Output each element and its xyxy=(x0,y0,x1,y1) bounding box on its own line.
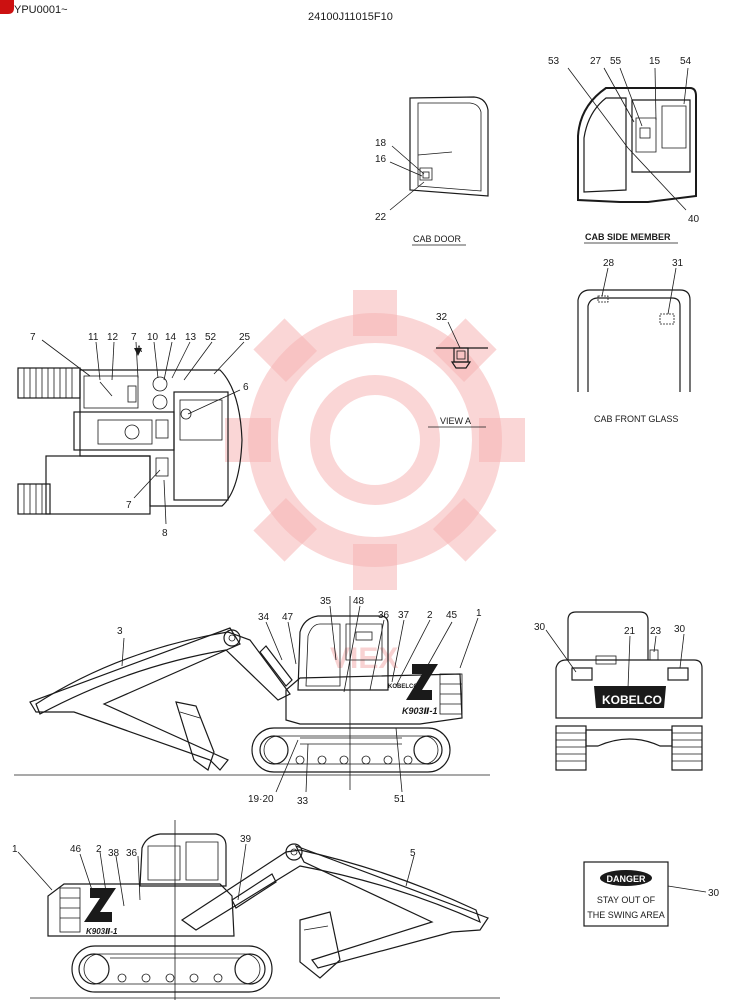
callout-52: 52 xyxy=(205,332,217,343)
callout-55: 55 xyxy=(610,56,622,67)
view-arrow-a: A xyxy=(136,344,142,354)
callout-13: 13 xyxy=(185,332,197,343)
view-label-cab-side-member: CAB SIDE MEMBER xyxy=(585,232,671,242)
side-view-machine: K903Ⅱ-1 KOBELCO xyxy=(14,596,490,793)
danger-line1: STAY OUT OF xyxy=(597,895,656,905)
callout-34: 34 xyxy=(258,612,270,623)
corner-mark xyxy=(0,0,14,14)
serial-range: YPU0001~ xyxy=(14,4,68,16)
callout-35: 35 xyxy=(320,596,332,607)
callout-3: 3 xyxy=(117,626,123,637)
view-label-cab-front-glass: CAB FRONT GLASS xyxy=(594,414,678,424)
rear-brand-decal: KOBELCO xyxy=(602,693,662,707)
callout-23: 23 xyxy=(650,626,662,637)
watermark-text: VIEX xyxy=(330,642,398,675)
callout-8: 8 xyxy=(162,528,168,539)
view-label-cab-door: CAB DOOR xyxy=(413,234,462,244)
callout-top-7c: 7 xyxy=(126,500,132,511)
callout-15: 15 xyxy=(649,56,661,67)
callout-46: 46 xyxy=(70,844,82,855)
callout-left-36: 36 xyxy=(126,848,138,859)
drawing-number: 24100J11015F10 xyxy=(308,11,393,23)
callout-25: 25 xyxy=(239,332,251,343)
cab-side-member-view xyxy=(567,67,697,211)
callout-54: 54 xyxy=(680,56,692,67)
callout-side-2: 2 xyxy=(427,610,433,621)
side-model-decal: K903Ⅱ-1 xyxy=(402,706,437,716)
callout-31: 31 xyxy=(672,258,684,269)
callout-27: 27 xyxy=(590,56,602,67)
callout-14: 14 xyxy=(165,332,177,343)
gear-watermark-icon xyxy=(225,290,525,590)
view-a-detail xyxy=(436,321,488,369)
callout-51: 51 xyxy=(394,794,406,805)
callout-28: 28 xyxy=(603,258,615,269)
callout-47: 47 xyxy=(282,612,294,623)
callout-left-1: 1 xyxy=(12,844,18,855)
rear-view-machine: KOBELCO xyxy=(545,611,703,771)
callout-48: 48 xyxy=(353,596,365,607)
callout-top-7b: 7 xyxy=(131,332,137,343)
left-model-decal: K903Ⅱ-1 xyxy=(86,927,118,936)
cab-door-view xyxy=(389,96,489,211)
callout-18: 18 xyxy=(375,138,387,149)
callout-38: 38 xyxy=(108,848,120,859)
callout-5: 5 xyxy=(410,848,416,859)
callout-21: 21 xyxy=(624,626,636,637)
callout-53: 53 xyxy=(548,56,560,67)
callout-left-2: 2 xyxy=(96,844,102,855)
callout-37: 37 xyxy=(398,610,410,621)
callout-rear-30b: 30 xyxy=(674,624,686,635)
callout-top-7: 7 xyxy=(30,332,36,343)
callout-19-20: 19·20 xyxy=(248,794,274,805)
callout-33: 33 xyxy=(297,796,309,807)
left-view-machine: K903Ⅱ-1 xyxy=(17,820,500,1000)
callout-22: 22 xyxy=(375,212,387,223)
callout-6: 6 xyxy=(243,382,249,393)
callout-side-1: 1 xyxy=(476,608,482,619)
callout-40: 40 xyxy=(688,214,700,225)
callout-45: 45 xyxy=(446,610,458,621)
side-brand-decal: KOBELCO xyxy=(388,684,418,690)
callout-12: 12 xyxy=(107,332,119,343)
callout-10: 10 xyxy=(147,332,159,343)
callout-16: 16 xyxy=(375,154,387,165)
top-view-machine xyxy=(17,339,245,525)
view-label-a: VIEW A xyxy=(440,416,471,426)
callout-39: 39 xyxy=(240,834,252,845)
callout-11: 11 xyxy=(88,332,99,343)
callout-danger-30: 30 xyxy=(708,888,720,899)
danger-line2: THE SWING AREA xyxy=(587,910,665,920)
callout-32: 32 xyxy=(436,312,448,323)
danger-header: DANGER xyxy=(606,874,646,884)
callout-side-36: 36 xyxy=(378,610,390,621)
danger-plate: DANGER STAY OUT OF THE SWING AREA xyxy=(583,861,707,927)
callout-rear-30: 30 xyxy=(534,622,546,633)
cab-front-glass-view xyxy=(577,267,691,392)
